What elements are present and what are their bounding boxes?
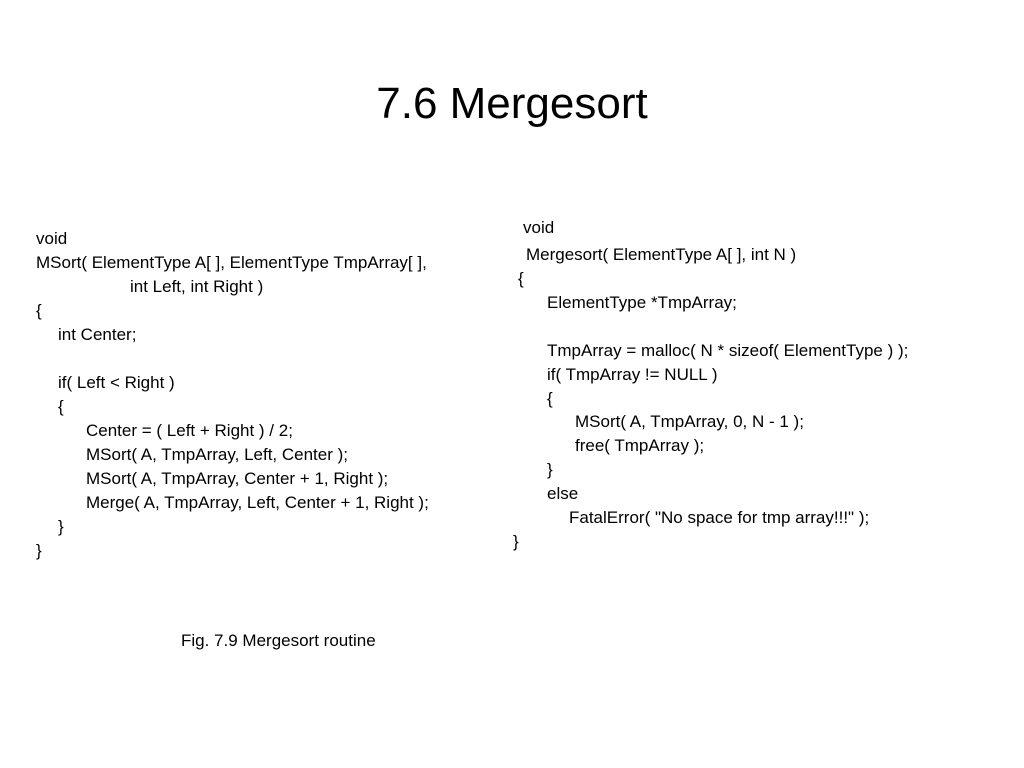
code-line: Mergesort( ElementType A[ ], int N )	[526, 245, 797, 264]
code-line: TmpArray = malloc( N * sizeof( ElementTy…	[547, 341, 909, 360]
code-line: MSort( A, TmpArray, 0, N - 1 );	[575, 412, 804, 431]
code-line: {	[547, 389, 553, 408]
code-line: Merge( A, TmpArray, Left, Center + 1, Ri…	[86, 493, 429, 512]
figure-caption: Fig. 7.9 Mergesort routine	[181, 631, 376, 650]
code-line: MSort( ElementType A[ ], ElementType Tmp…	[36, 253, 427, 272]
code-line: {	[36, 301, 42, 320]
code-line: int Left, int Right )	[130, 277, 264, 296]
code-line: free( TmpArray );	[575, 436, 705, 455]
code-line: else	[547, 484, 579, 503]
code-line: }	[36, 541, 42, 560]
code-line: MSort( A, TmpArray, Left, Center );	[86, 445, 348, 464]
code-line: {	[58, 397, 64, 416]
code-line: }	[58, 517, 64, 536]
code-line: {	[518, 269, 524, 288]
code-line: }	[547, 460, 553, 479]
code-line: if( Left < Right )	[58, 373, 175, 392]
code-line: void	[523, 218, 555, 237]
slide-title: 7.6 Mergesort	[376, 79, 648, 128]
code-line: }	[513, 532, 519, 551]
code-line: int Center;	[58, 325, 137, 344]
code-line: if( TmpArray != NULL )	[547, 365, 718, 384]
code-line: void	[36, 229, 68, 248]
code-line: FatalError( "No space for tmp array!!!" …	[569, 508, 870, 527]
code-line: Center = ( Left + Right ) / 2;	[86, 421, 293, 440]
code-line: ElementType *TmpArray;	[547, 293, 737, 312]
code-line: MSort( A, TmpArray, Center + 1, Right );	[86, 469, 389, 488]
